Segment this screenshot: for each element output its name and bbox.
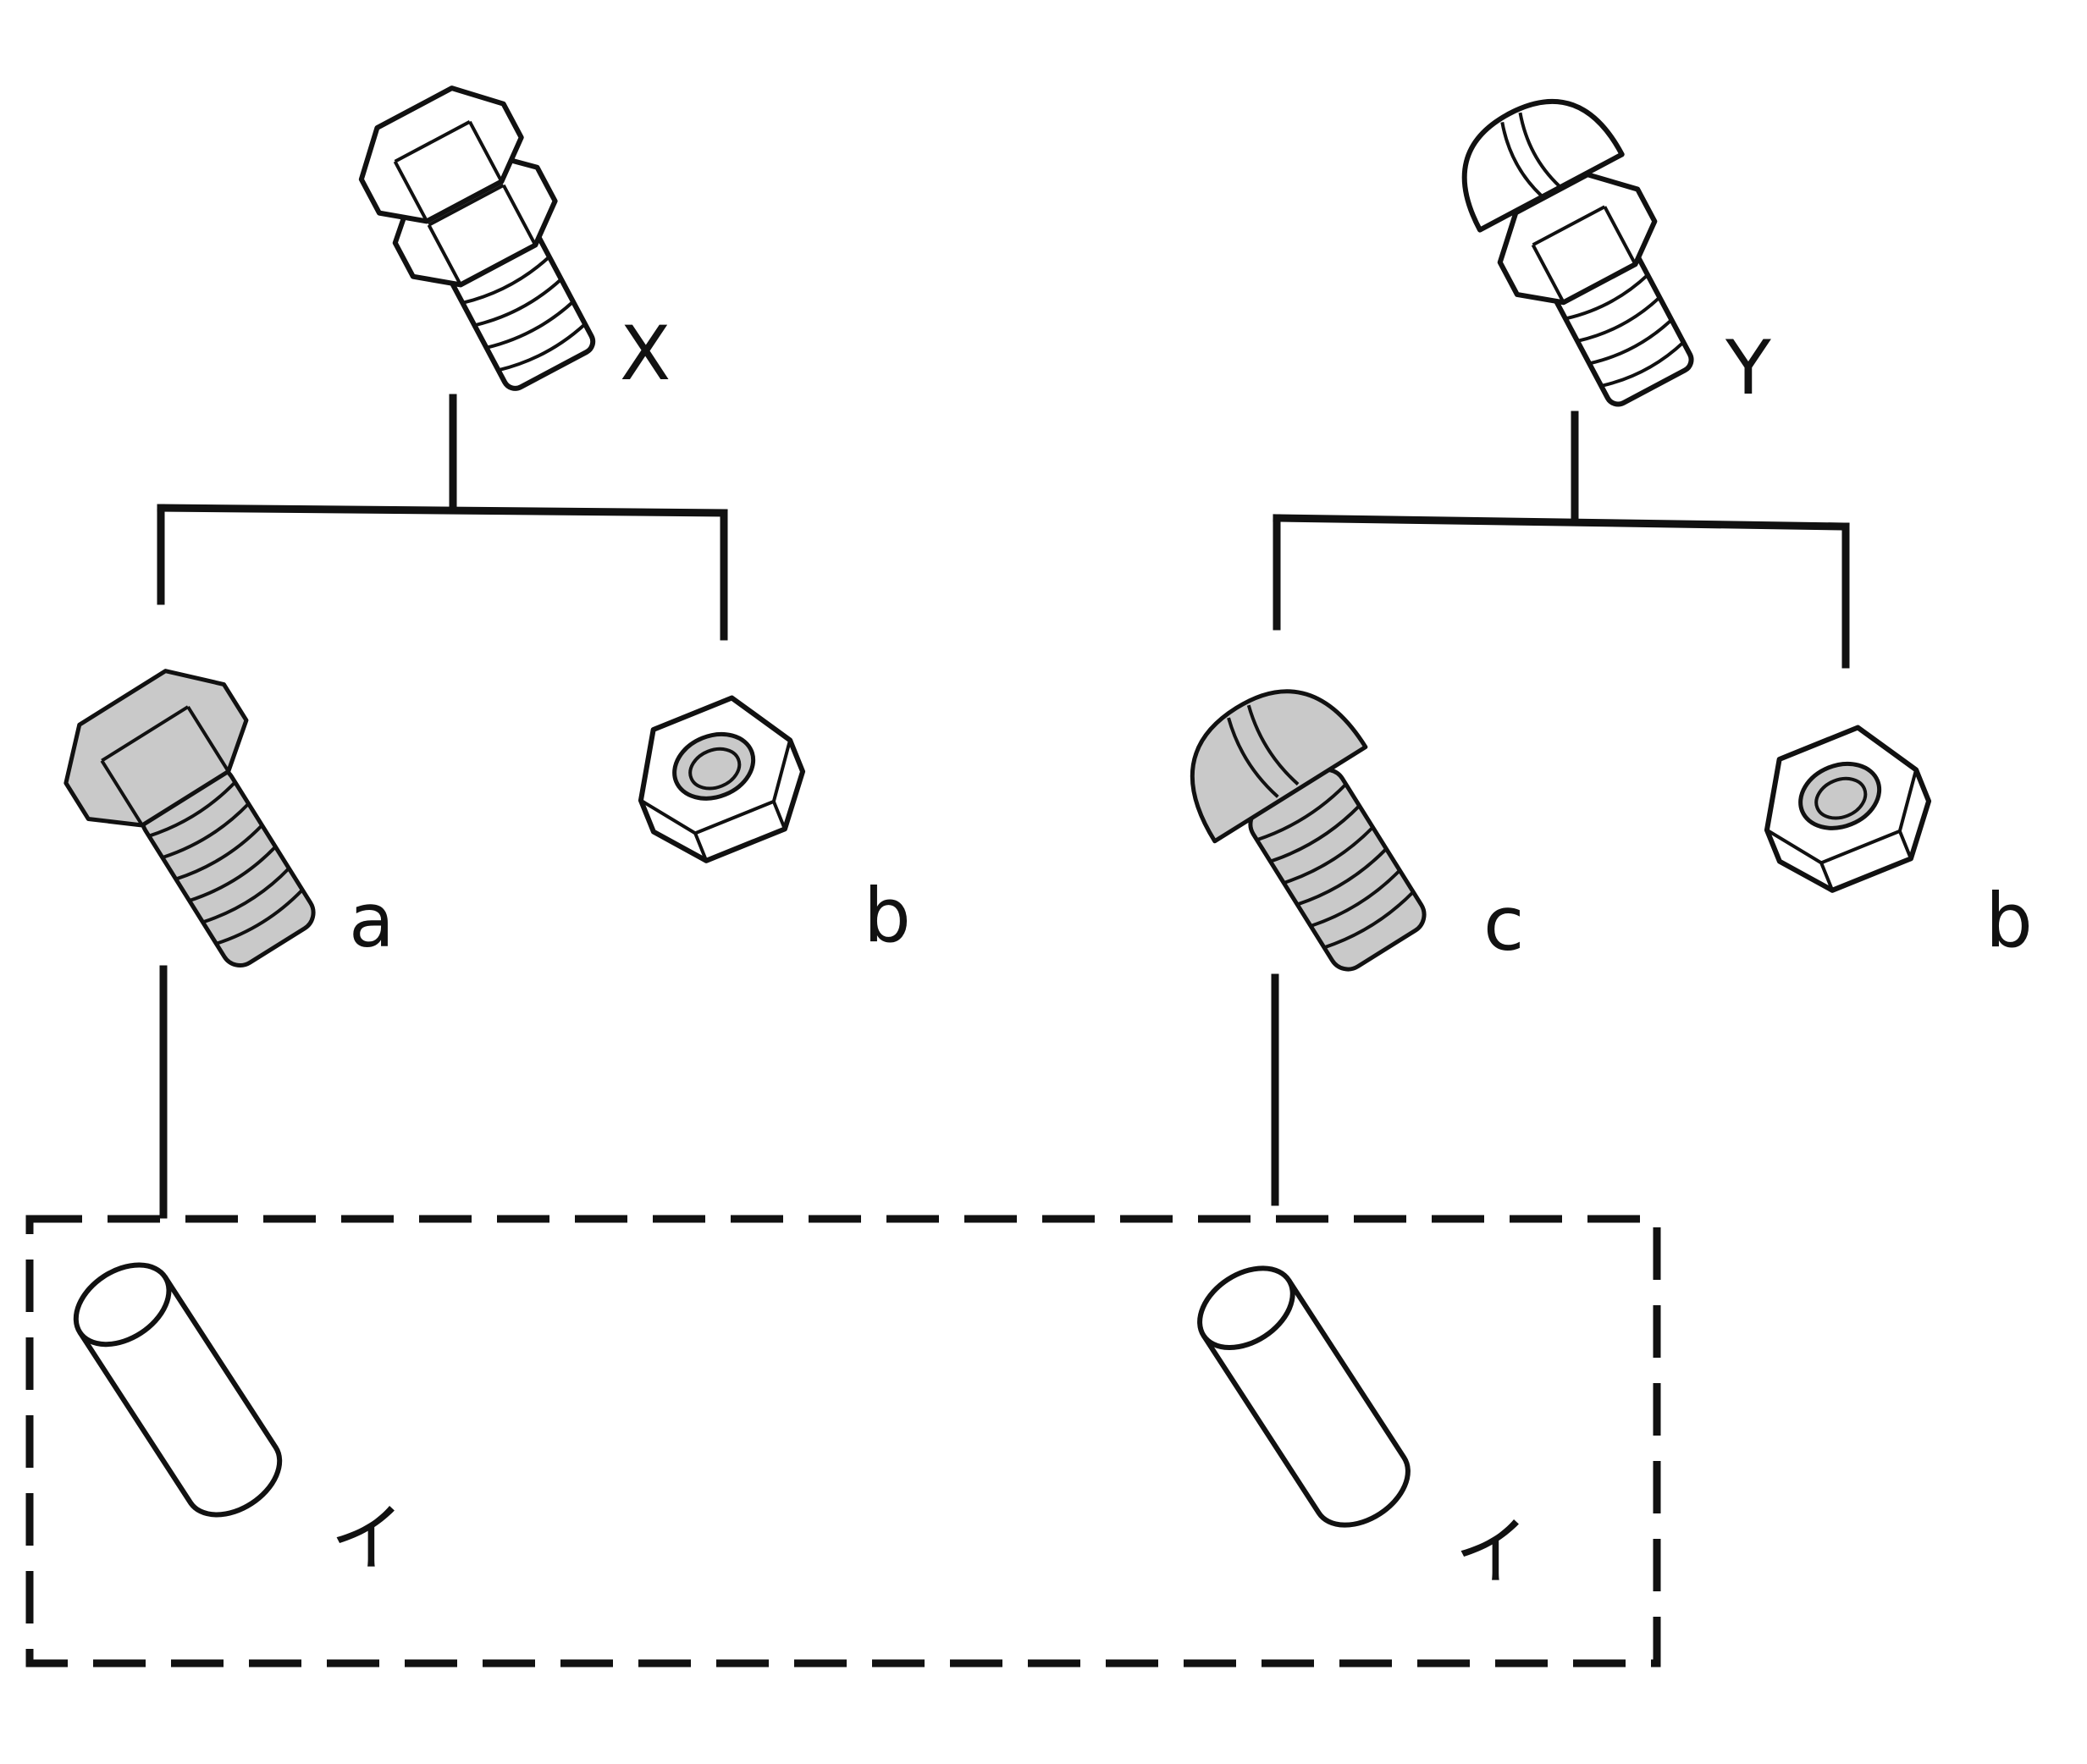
part-b-right-label: b [1985, 877, 2033, 964]
connector-lines-x [157, 394, 728, 1219]
part-a-label: a [349, 877, 395, 964]
round-head-slotted-screw-icon [1190, 689, 1427, 972]
hex-nut-icon [638, 695, 806, 863]
part-c-label: c [1483, 880, 1524, 967]
round-head-screw-with-nut-icon [1461, 98, 1694, 407]
hex-nut-icon [1764, 725, 1932, 893]
hex-bolt-with-nut-icon [358, 85, 596, 391]
common-part-group-box [25, 1215, 1661, 1668]
assembly-x-label: X [620, 310, 671, 397]
connector-lines-y [1271, 411, 1850, 1206]
assembly-y-label: Y [1725, 324, 1771, 411]
cylinder-icon [1197, 1265, 1411, 1528]
part-b-left-label: b [864, 872, 911, 959]
hex-head-bolt-icon [63, 669, 316, 967]
common-right-label: イ [1455, 1508, 1529, 1596]
cylinder-icon [73, 1262, 283, 1518]
common-left-label: イ [330, 1495, 405, 1582]
